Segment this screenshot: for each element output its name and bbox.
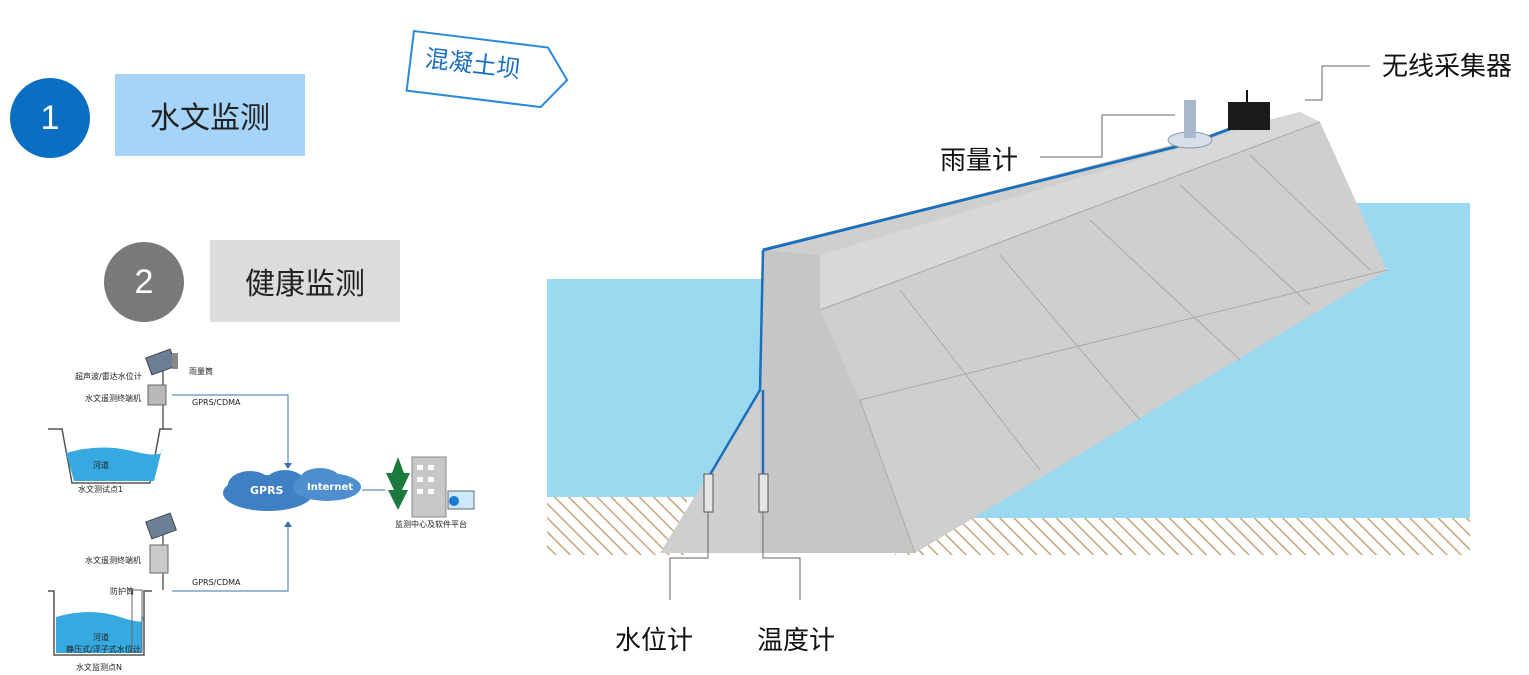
label-river-top: 河道: [93, 461, 109, 470]
label-point-n: 水文监测点N: [76, 663, 122, 672]
tab-hydrology[interactable]: 水文监测: [115, 74, 305, 156]
solar-panel-bottom: [145, 512, 177, 540]
label-thermometer: 温度计: [757, 626, 836, 656]
ground-left: [547, 497, 687, 555]
protect-tube: [131, 589, 143, 653]
dam-type-badge: [405, 29, 569, 109]
tree-icon: [386, 457, 410, 510]
temperature-sensor: [758, 473, 769, 513]
terminal-box-top: [147, 384, 167, 406]
step-2-circle[interactable]: 2: [104, 242, 184, 322]
label-terminal-bottom: 水文遥测终端机: [85, 556, 141, 565]
hydrology-system-diagram: [48, 348, 475, 656]
wireless-collector-icon: [1228, 102, 1270, 130]
label-ultrasonic: 超声波/雷达水位计: [75, 372, 142, 381]
water-level-sensor: [703, 473, 714, 513]
tab-health[interactable]: 健康监测: [210, 240, 400, 322]
label-point-1: 水文测试点1: [78, 485, 124, 494]
label-river-bottom: 河道: [93, 633, 109, 642]
ground-right: [895, 518, 1470, 555]
label-gprs-top: GPRS/CDMA: [192, 398, 241, 407]
label-gprs-cloud: GPRS: [250, 484, 284, 497]
label-center: 监测中心及软件平台: [395, 520, 467, 529]
rain-tube-icon: [172, 353, 178, 369]
label-water-level-gauge: 水位计: [615, 626, 694, 656]
label-wireless-collector: 无线采集器: [1382, 52, 1513, 82]
label-terminal-top: 水文遥测终端机: [85, 394, 141, 403]
step-1-circle[interactable]: 1: [10, 78, 90, 158]
label-protect-tube: 防护筒: [110, 587, 134, 596]
label-gprs-bottom: GPRS/CDMA: [192, 578, 241, 587]
terminal-box-bottom: [149, 544, 169, 574]
label-static-gauge: 静压式/浮子式水位计: [66, 645, 141, 654]
label-rain-gauge: 雨量计: [940, 146, 1019, 176]
label-internet-cloud: Internet: [307, 482, 354, 493]
label-rain-tube: 雨量筒: [189, 367, 213, 376]
